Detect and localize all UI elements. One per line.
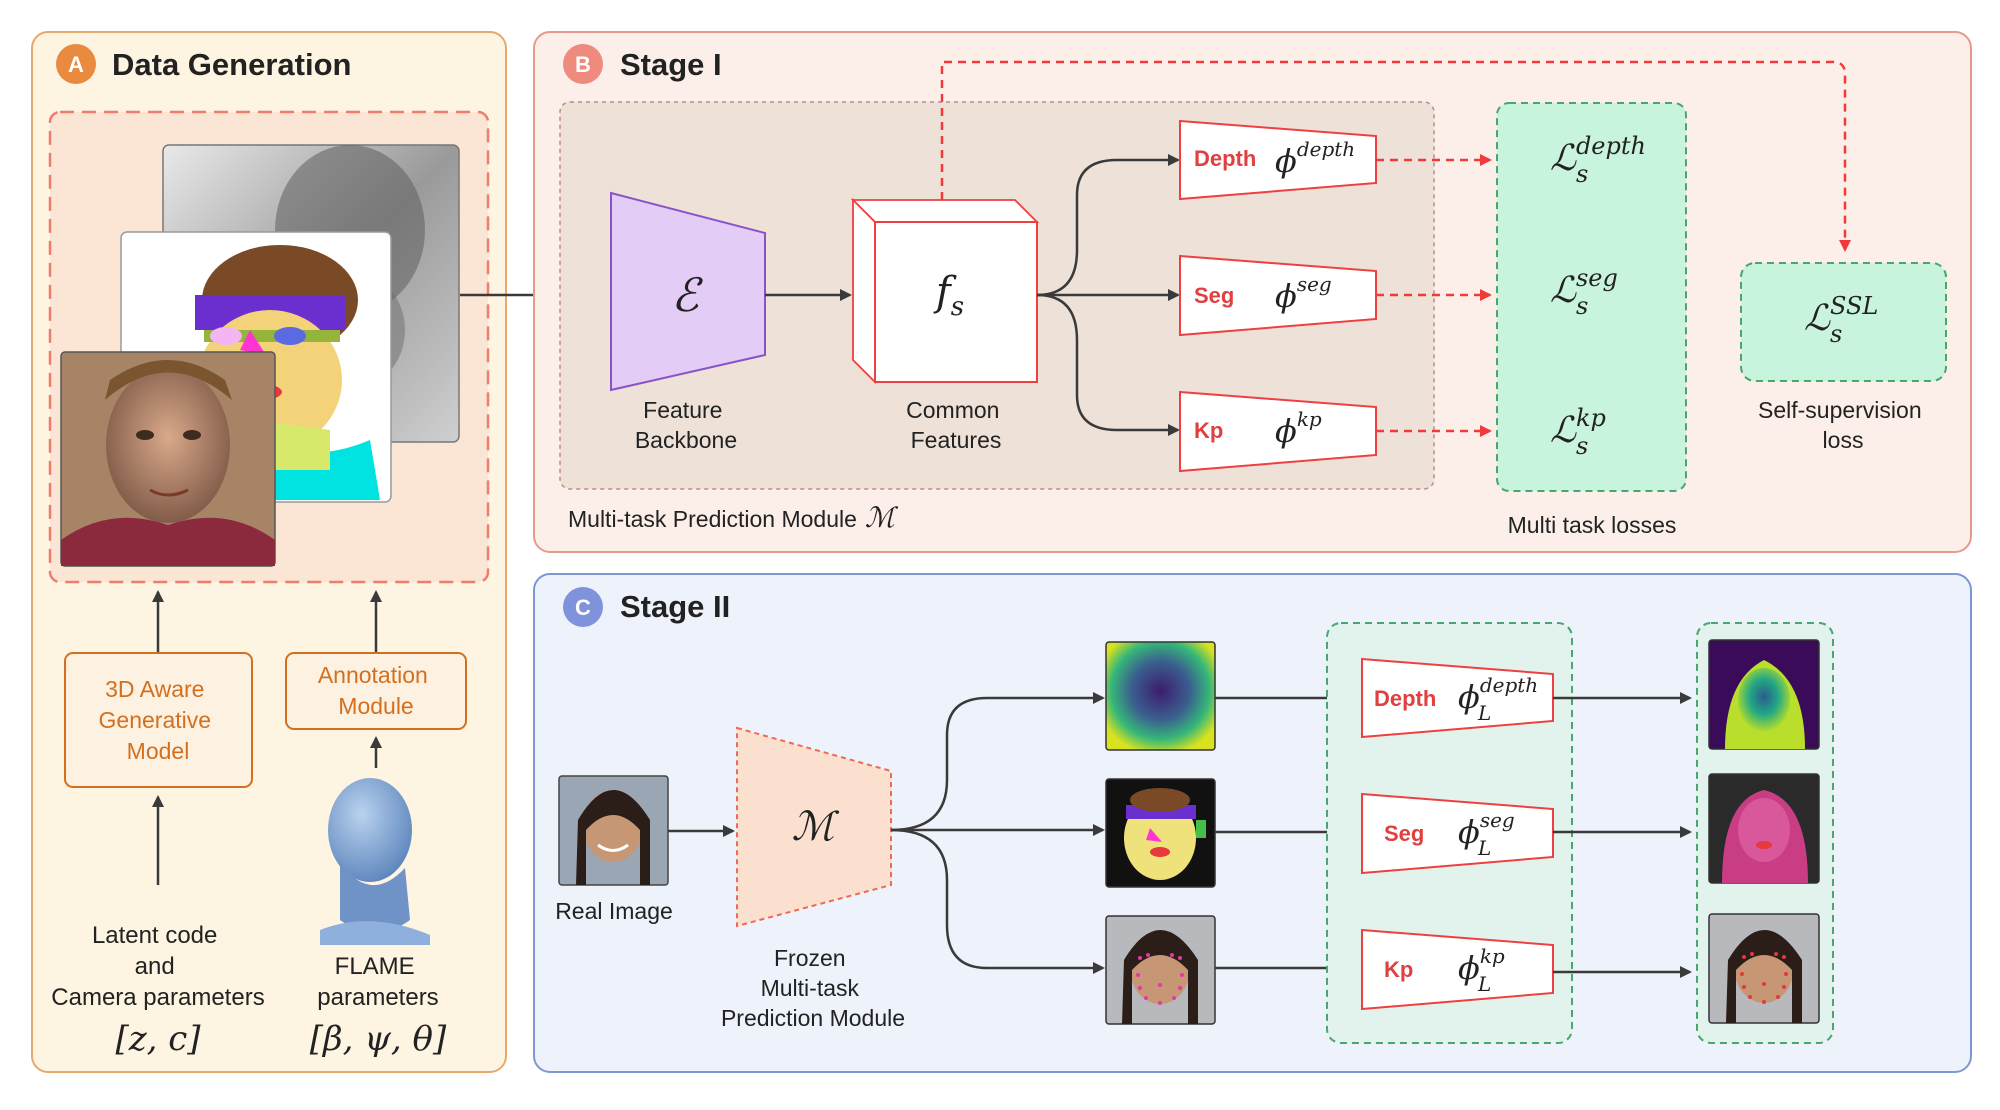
panel-c-title: Stage II [620,589,730,624]
frozen-multitask-module [736,726,892,928]
generative-model-line-1: 3D Aware [105,676,204,702]
svg-text:ϕkp: ϕkp [1275,407,1322,450]
latent-caption-line-2: and [135,953,175,980]
generative-model-line-3: Model [127,738,190,764]
head-l-kp: Kp ϕkp L [1361,928,1554,1011]
frozen-symbol: ℳ [792,804,840,850]
loss-kp: ℒkp [1550,404,1606,451]
svg-text:ϕseg: ϕseg [1458,808,1515,851]
badge-a-letter: A [68,52,84,77]
ssl-caption-line-1: Self-supervision [1758,397,1922,423]
head-l-seg-label: Seg [1384,821,1424,846]
svg-text:Common Features: Common Features [906,397,1006,453]
features-caption-line-1: Common [906,397,999,423]
loss-kp-sub: s [1576,432,1588,460]
features-symbol: fs [933,269,964,322]
svg-text:ϕdepth: ϕdepth [1458,673,1538,716]
common-features-block [850,197,1040,385]
refined-seg-output [1708,773,1820,884]
features-caption-line-2: Features [911,427,1002,453]
real-image-photo [558,775,669,886]
svg-text:ϕkp: ϕkp [1458,944,1505,987]
coarse-depth-thumbnail [1105,641,1216,751]
head-l-kp-label: Kp [1384,957,1413,982]
frozen-caption-line-2: Multi-task [761,975,860,1001]
generative-model-line-2: Generative [99,707,212,733]
head-l-depth-label: Depth [1374,686,1436,711]
head-l-seg: Seg ϕseg L [1361,792,1554,875]
head-kp: Kp ϕkp [1179,390,1377,473]
latent-caption-line-3: Camera parameters [51,984,264,1011]
head-kp-label: Kp [1194,418,1223,443]
latent-caption-line-1: Latent code [92,922,217,949]
frozen-caption-line-1: Frozen [774,945,846,971]
flame-caption-line-2: parameters [317,984,438,1011]
refined-keypoints-output [1708,913,1820,1024]
real-image-caption: Real Image [555,898,673,924]
svg-text:Annotation Module: Annotation Module [318,662,434,719]
self-supervision-loss-box [1740,262,1947,382]
generative-model-box [64,652,253,788]
svg-text:Latent code and Camera: Latent code and Camera parameters [51,922,264,1011]
badge-c-letter: C [575,595,591,620]
coarse-keypoints-thumbnail [1105,915,1216,1025]
multitask-losses-box [1496,102,1687,492]
head-seg: Seg ϕseg [1179,254,1377,337]
head-seg-label: Seg [1194,283,1234,308]
loss-depth-sub: s [1576,160,1588,188]
panel-b-title: Stage I [620,47,722,82]
encoder-symbol: ℰ [671,268,703,322]
head-l-depth: Depth ϕdepth L [1361,657,1554,739]
loss-ssl: ℒSSL [1804,292,1878,339]
frozen-caption-line-3: Prediction Module [721,1005,905,1031]
badge-a [56,44,96,84]
svg-text:L: L [1477,701,1491,725]
flame-math: [β, ψ, θ] [310,1019,447,1059]
badge-b-letter: B [575,52,591,77]
loss-depth: ℒdepth [1550,132,1646,179]
svg-text:Self-supervision loss: Self-supervision loss [1758,397,1928,453]
badge-b [563,44,603,84]
svg-text:L: L [1477,972,1491,996]
svg-text:ϕseg: ϕseg [1275,272,1332,315]
panel-a-title: Data Generation [112,47,351,82]
annotation-module-line-1: Annotation [318,662,428,688]
refined-depth-output [1708,639,1820,750]
loss-seg-sub: s [1576,292,1588,320]
head-depth-label: Depth [1194,146,1256,171]
loss-seg: ℒseg [1550,264,1618,311]
svg-text:Frozen Multi-task Pred: Frozen Multi-task Prediction Module [721,945,905,1031]
annotation-module-box [285,652,467,730]
annotation-module-line-2: Module [338,693,413,719]
feature-backbone-encoder [610,191,766,392]
latent-math: [z, c] [115,1019,201,1059]
svg-text:Feature Backbone: Feature Backbone [635,397,737,453]
generated-face-photo [60,351,276,567]
ssl-caption-line-2: loss [1823,427,1864,453]
flame-caption-line-1: FLAME [335,953,415,980]
loss-ssl-sub: s [1830,320,1842,348]
flame-head-model [320,778,430,945]
svg-text:L: L [1477,836,1491,860]
badge-c [563,587,603,627]
encoder-caption-line-2: Backbone [635,427,737,453]
svg-text:3D Aware Generative Mo: 3D Aware Generative Model [99,676,218,764]
head-depth: Depth ϕdepth [1179,119,1377,201]
svg-text:ϕdepth: ϕdepth [1275,137,1355,180]
coarse-seg-thumbnail [1105,778,1216,888]
encoder-caption-line-1: Feature [643,397,722,423]
svg-text:FLAME parameters: FLAME parameters [317,953,438,1011]
losses-caption: Multi task losses [1508,512,1677,538]
